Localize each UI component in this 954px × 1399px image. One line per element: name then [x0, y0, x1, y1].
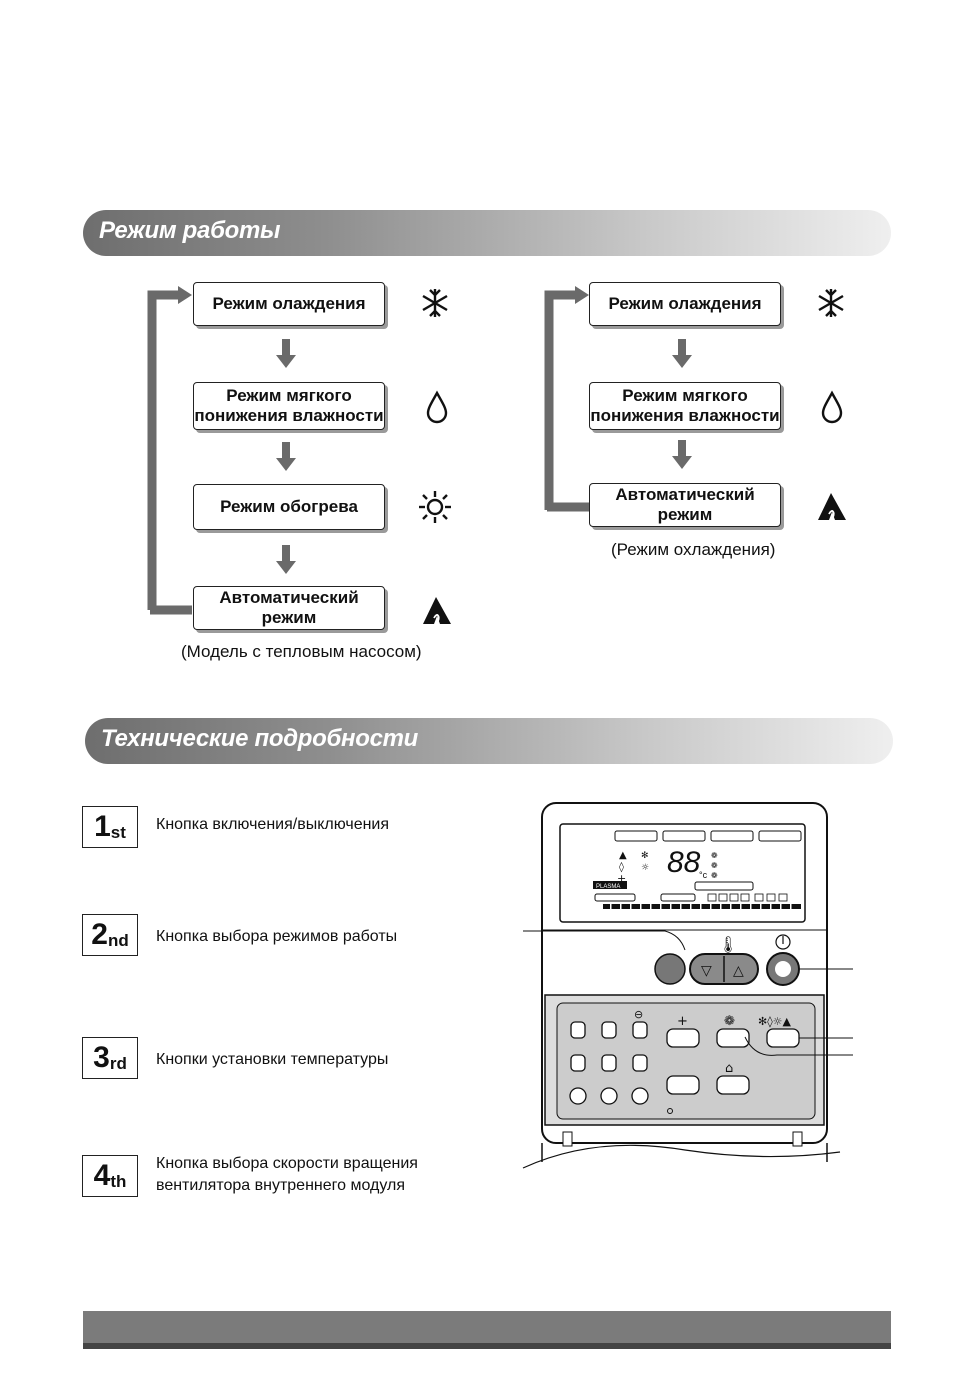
step-number: 2 — [91, 918, 108, 951]
tech-description: Кнопка выбора режимов работы — [156, 928, 398, 945]
snowflake-icon — [422, 289, 448, 317]
tech-description: Кнопка выбора скорости вращения вентилят… — [156, 1155, 418, 1194]
mode-box-auto: Автоматический режим — [589, 483, 781, 527]
svg-text:☼: ☼ — [641, 863, 649, 873]
remote-control-illustration: ▲ ◊ + ✻ ☼ 88 °c ❁ ❁ ❁ PLASMA ▽ △ 🌡 + ❁ ✻… — [522, 802, 853, 1169]
down-arrow — [672, 440, 692, 469]
mode-box-heating: Режим обогрева — [193, 484, 385, 530]
svg-text:▲: ▲ — [619, 850, 627, 861]
step-suffix: nd — [107, 931, 129, 950]
svg-text:✻◊☼▲: ✻◊☼▲ — [758, 1015, 792, 1028]
svg-text:🌡: 🌡 — [718, 935, 738, 954]
droplet-icon — [426, 390, 448, 424]
svg-text:❁: ❁ — [711, 861, 718, 870]
svg-text:△: △ — [733, 963, 744, 979]
svg-text:✻: ✻ — [641, 851, 649, 861]
svg-text:+: + — [617, 872, 626, 885]
section-header-technical-details: Технические подробности — [85, 718, 893, 764]
down-arrow — [276, 339, 296, 368]
section-title: Технические подробности — [101, 725, 419, 752]
step-number: 3 — [93, 1041, 110, 1074]
mode-box-cooling: Режим олаждения — [193, 282, 385, 326]
lcd-unit: °c — [699, 870, 708, 880]
lcd-plasma-label: PLASMA — [596, 884, 620, 890]
down-arrow — [672, 339, 692, 368]
svg-text:◊: ◊ — [619, 861, 624, 873]
svg-text:❁: ❁ — [711, 851, 718, 860]
svg-text:▽: ▽ — [701, 963, 712, 979]
droplet-icon — [821, 390, 843, 424]
section-header-operation-mode: Режим работы — [83, 210, 891, 256]
down-arrow — [276, 442, 296, 471]
cycle-arrow — [147, 286, 192, 615]
sun-icon — [419, 491, 451, 523]
tech-description: Кнопки установки температуры — [156, 1051, 389, 1068]
left-flow-note: (Модель с тепловым насосом) — [181, 642, 422, 661]
svg-text:❁: ❁ — [711, 871, 718, 880]
mode-box-cooling: Режим олаждения — [589, 282, 781, 326]
auto-mode-icon — [423, 597, 451, 624]
cycle-arrow — [544, 286, 589, 512]
svg-text:⊖: ⊖ — [634, 1008, 643, 1021]
auto-mode-icon — [818, 493, 846, 520]
down-arrow — [276, 545, 296, 574]
step-suffix: th — [110, 1172, 127, 1191]
svg-text:❁: ❁ — [724, 1014, 735, 1029]
section-title: Режим работы — [99, 217, 281, 244]
step-suffix: st — [110, 823, 126, 842]
svg-text:+: + — [677, 1014, 688, 1029]
step-suffix: rd — [109, 1054, 127, 1073]
mode-box-auto: Автоматический режим — [193, 586, 385, 630]
snowflake-icon — [818, 289, 844, 317]
mode-box-dry: Режим мягкого понижения влажности — [193, 382, 385, 430]
mode-box-dry: Режим мягкого понижения влажности — [589, 382, 781, 430]
lcd-temperature: 88 — [667, 846, 701, 879]
step-number: 1 — [94, 810, 111, 843]
footer-bar — [83, 1311, 891, 1349]
step-number: 4 — [93, 1159, 111, 1192]
right-flow-note: (Режим охлаждения) — [611, 540, 776, 559]
svg-text:⌂: ⌂ — [725, 1061, 733, 1076]
tech-description: Кнопка включения/выключения — [156, 816, 390, 833]
